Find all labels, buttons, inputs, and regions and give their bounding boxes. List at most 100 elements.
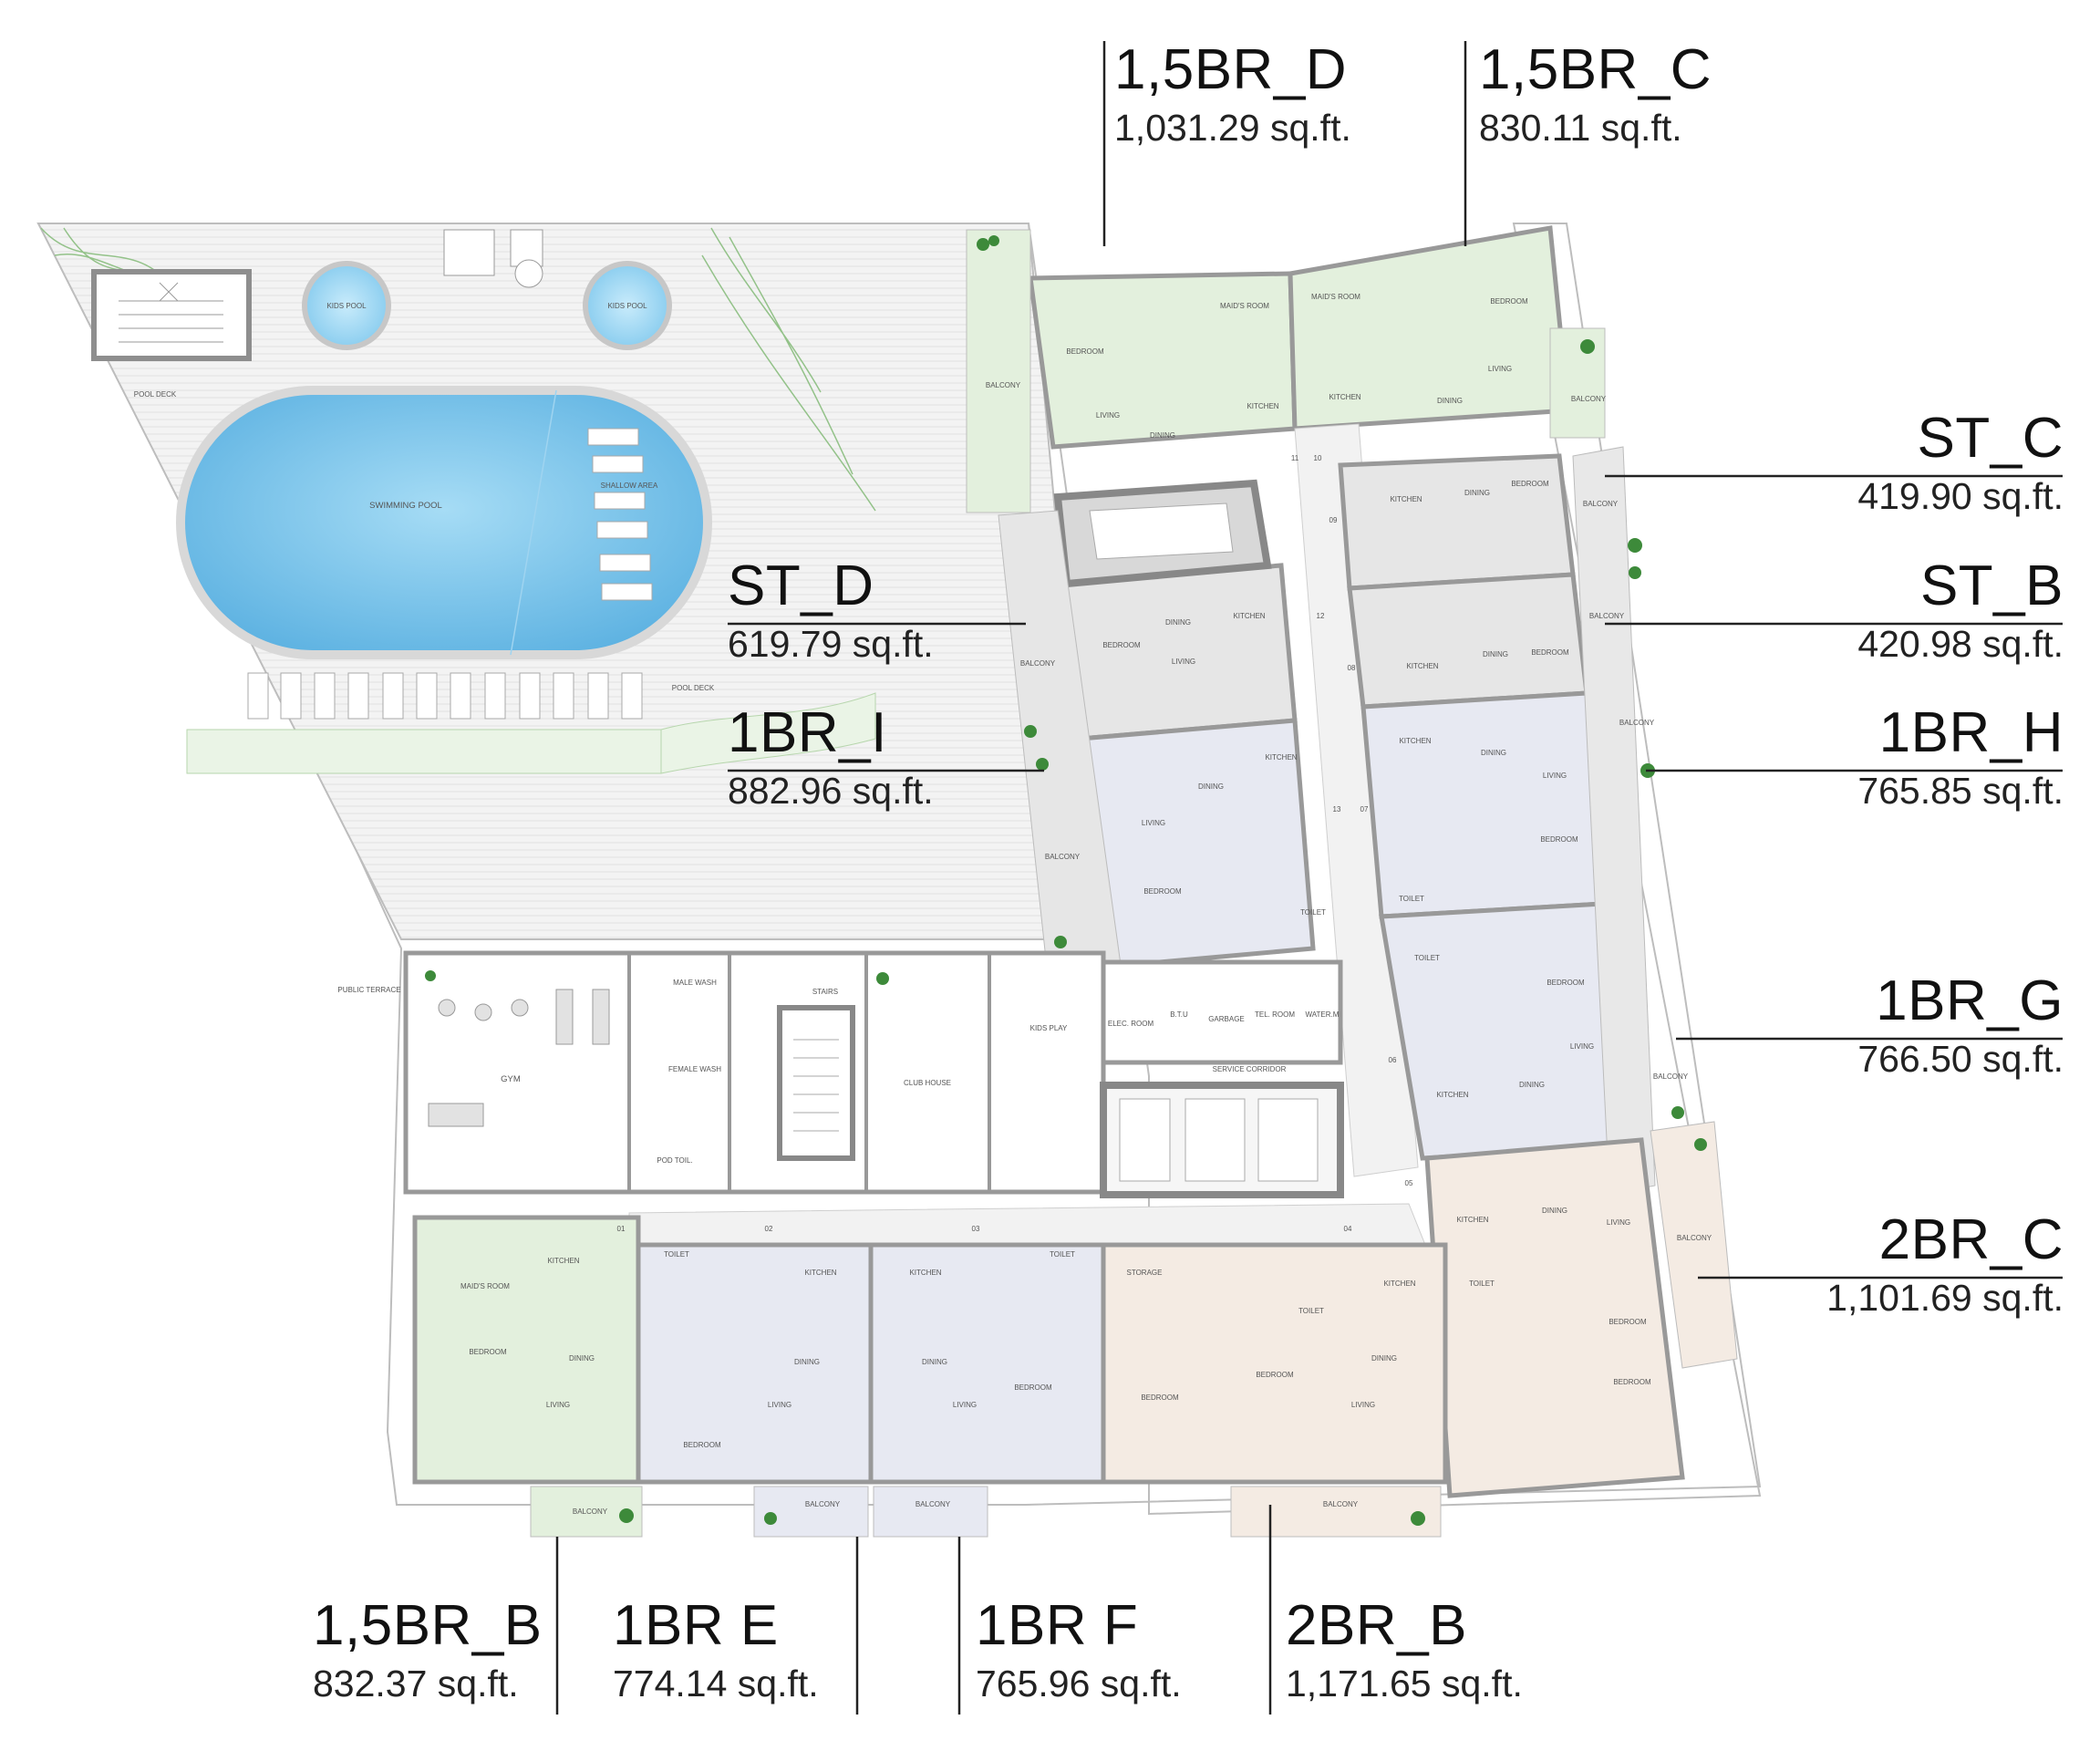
- public-terrace-label: PUBLIC TERRACE: [337, 986, 400, 994]
- door-number: 06: [1389, 1056, 1397, 1064]
- unit-area: 765.85 sq.ft.: [1857, 770, 2064, 812]
- amenity-block: GYM MALE WASH FEMALE WASH POD TOIL. STAI…: [403, 950, 1344, 1198]
- unit-area: 882.96 sq.ft.: [728, 770, 934, 812]
- room-label: BEDROOM: [1256, 1371, 1294, 1379]
- room-label: BEDROOM: [1143, 887, 1182, 896]
- unit-name: 2BR_C: [1878, 1208, 2064, 1271]
- door-number: 05: [1405, 1179, 1413, 1187]
- room-label: DINING: [922, 1358, 947, 1366]
- label-2br-c: 2BR_C 1,101.69 sq.ft.: [1826, 1212, 2064, 1317]
- room-label: DINING: [1198, 782, 1224, 791]
- unit-name: ST_B: [1919, 554, 2064, 617]
- room-label: MAID'S ROOM: [1311, 293, 1360, 301]
- swimming-pool-label: SWIMMING POOL: [369, 501, 442, 511]
- planter-strip: [186, 729, 662, 774]
- unit-2br-b: [1101, 1242, 1448, 1485]
- label-2br-b: 2BR_B 1,171.65 sq.ft.: [1286, 1598, 1523, 1703]
- pod-toilet-label: POD TOIL.: [657, 1156, 692, 1165]
- room-label: TOILET: [1298, 1307, 1324, 1315]
- room-label: TOILET: [1300, 908, 1326, 917]
- unit-name: 2BR_B: [1286, 1594, 1467, 1657]
- female-wash-label: FEMALE WASH: [668, 1065, 721, 1073]
- gym-equipment: [428, 989, 610, 1127]
- room-label: KITCHEN: [1383, 1280, 1415, 1288]
- unit-name: 1BR E: [613, 1594, 779, 1657]
- room-label: BALCONY: [573, 1508, 608, 1516]
- unit-area: 766.50 sq.ft.: [1857, 1038, 2064, 1080]
- unit-area: 765.96 sq.ft.: [976, 1663, 1182, 1704]
- label-1-5br-d: 1,5BR_D 1,031.29 sq.ft.: [1114, 42, 1351, 147]
- label-1br-e: 1BR E 774.14 sq.ft.: [613, 1598, 819, 1703]
- pool-equipment: [443, 229, 543, 288]
- room-label: LIVING: [546, 1401, 570, 1409]
- stairs-label: STAIRS: [812, 988, 838, 996]
- room-label: BALCONY: [986, 381, 1021, 389]
- room-label: DINING: [1437, 397, 1463, 405]
- label-1br-f: 1BR F 765.96 sq.ft.: [976, 1598, 1182, 1703]
- door-number: 09: [1329, 516, 1338, 524]
- pool-loungers: [587, 428, 653, 601]
- room-label: DINING: [1150, 431, 1175, 440]
- door-number: 13: [1333, 805, 1341, 813]
- balcony-2br-c: [1650, 1121, 1738, 1369]
- unit-area: 830.11 sq.ft.: [1479, 107, 1682, 149]
- room-label: TOILET: [1469, 1280, 1495, 1288]
- balcony-2br-b: [1230, 1486, 1442, 1538]
- unit-name: 1BR F: [976, 1594, 1139, 1657]
- balcony-east-strip: [1572, 446, 1656, 1196]
- unit-name: ST_C: [1917, 407, 2064, 470]
- unit-1br-e: [636, 1242, 874, 1485]
- room-label: KITCHEN: [909, 1269, 941, 1277]
- club-house-label: CLUB HOUSE: [904, 1079, 951, 1087]
- unit-area: 774.14 sq.ft.: [613, 1663, 819, 1704]
- room-label: LIVING: [1607, 1218, 1630, 1227]
- unit-area: 832.37 sq.ft.: [313, 1663, 519, 1704]
- elec-room-label: ELEC. ROOM: [1108, 1020, 1154, 1028]
- unit-area: 619.79 sq.ft.: [728, 623, 934, 665]
- unit-area: 1,101.69 sq.ft.: [1826, 1277, 2064, 1319]
- kids-pool-1: KIDS POOL: [302, 261, 391, 350]
- label-st-c: ST_C 419.90 sq.ft.: [1857, 410, 2064, 515]
- unit-name: 1BR_I: [728, 701, 887, 764]
- unit-name: 1,5BR_B: [313, 1594, 543, 1657]
- kids-pool-1-label: KIDS POOL: [326, 302, 367, 310]
- door-number: 01: [617, 1225, 626, 1233]
- unit-area: 1,031.29 sq.ft.: [1114, 107, 1351, 149]
- unit-area: 420.98 sq.ft.: [1857, 623, 2064, 665]
- room-label: DINING: [1519, 1081, 1545, 1089]
- door-number: 10: [1314, 454, 1322, 462]
- room-label: DINING: [794, 1358, 820, 1366]
- room-label: BEDROOM: [469, 1348, 507, 1356]
- unit-area: 419.90 sq.ft.: [1857, 475, 2064, 517]
- male-wash-label: MALE WASH: [673, 979, 717, 987]
- room-label: DINING: [1481, 749, 1506, 757]
- room-label: BEDROOM: [1540, 835, 1578, 844]
- water-m-label: WATER.M: [1306, 1010, 1340, 1019]
- room-label: LIVING: [953, 1401, 977, 1409]
- room-label: BEDROOM: [1547, 979, 1585, 987]
- room-label: LIVING: [1096, 411, 1120, 420]
- room-label: BEDROOM: [1490, 297, 1528, 306]
- room-label: LIVING: [1543, 772, 1567, 780]
- label-st-b: ST_B 420.98 sq.ft.: [1857, 558, 2064, 663]
- site-stair-core: [91, 269, 252, 361]
- room-label: TOILET: [664, 1250, 689, 1259]
- tel-room-label: TEL. ROOM: [1255, 1010, 1295, 1019]
- room-label: BALCONY: [1619, 719, 1655, 727]
- room-label: LIVING: [1570, 1042, 1594, 1051]
- door-number: 02: [765, 1225, 773, 1233]
- room-label: STORAGE: [1127, 1269, 1163, 1277]
- label-st-d: ST_D 619.79 sq.ft.: [728, 558, 934, 663]
- room-label: BALCONY: [1020, 659, 1056, 668]
- room-labels: BEDROOM MAID'S ROOM MAID'S ROOM BEDROOM …: [460, 293, 1712, 1516]
- room-label: BEDROOM: [1141, 1394, 1179, 1402]
- room-label: BALCONY: [1653, 1072, 1689, 1081]
- room-label: BEDROOM: [1066, 347, 1104, 356]
- room-label: DINING: [1483, 650, 1508, 658]
- deck-sunbeds: [247, 672, 643, 720]
- balcony-north-west: [966, 229, 1031, 513]
- door-number: 08: [1348, 664, 1356, 672]
- room-label: DINING: [1464, 489, 1490, 497]
- room-label: BALCONY: [805, 1500, 841, 1508]
